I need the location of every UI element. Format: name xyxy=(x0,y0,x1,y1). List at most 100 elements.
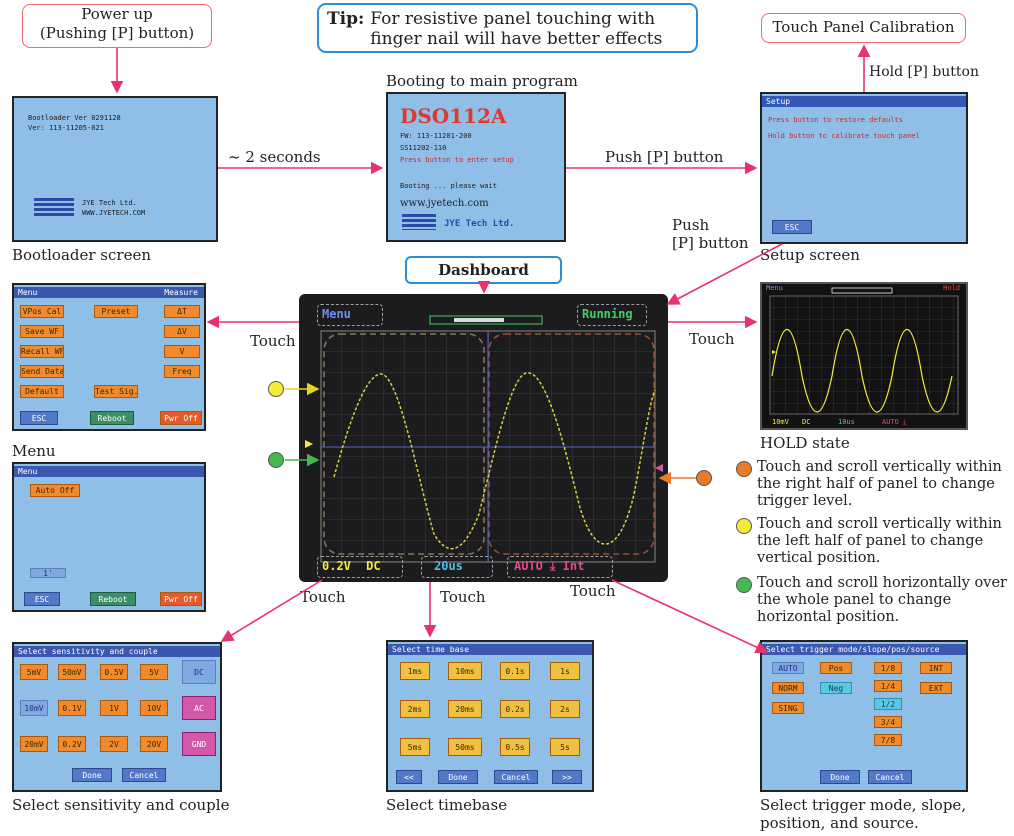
sens-50mv-button[interactable]: 50mV xyxy=(58,664,86,680)
hold-menu: Menu xyxy=(766,284,783,292)
sens-title: Select sensitivity and couple xyxy=(14,646,220,657)
pos-12-button[interactable]: 1/2 xyxy=(874,698,902,710)
booting-hint: Press button to enter setup xyxy=(400,156,514,164)
tb-5ms-button[interactable]: 5ms xyxy=(400,738,430,756)
auto-off-value[interactable]: 1' xyxy=(30,568,66,578)
touch-label-tb: Touch xyxy=(440,588,486,606)
bootloader-line1: Bootloader Ver 0291128 xyxy=(28,114,121,122)
tb-10ms-button[interactable]: 10ms xyxy=(448,662,482,680)
done-button[interactable]: Done xyxy=(438,770,478,784)
norm-button[interactable]: NORM xyxy=(772,682,804,694)
auto-off-button[interactable]: Auto Off xyxy=(30,484,80,497)
cancel-button[interactable]: Cancel xyxy=(494,770,538,784)
sens-20v-button[interactable]: 20V xyxy=(140,736,168,752)
trigger-screen: Select trigger mode/slope/pos/source AUT… xyxy=(760,640,968,792)
done-button[interactable]: Done xyxy=(820,770,860,784)
touch-label-trig: Touch xyxy=(570,582,616,600)
esc-button[interactable]: ESC xyxy=(20,411,58,425)
delta-v-button[interactable]: ΔV xyxy=(164,325,200,338)
two-seconds-label: ~ 2 seconds xyxy=(228,148,321,166)
pos-18-button[interactable]: 1/8 xyxy=(874,662,902,674)
sens-10v-button[interactable]: 10V xyxy=(140,700,168,716)
pos-78-button[interactable]: 7/8 xyxy=(874,734,902,746)
calibration-box: Touch Panel Calibration xyxy=(761,13,966,43)
sens-5v-button[interactable]: 5V xyxy=(140,664,168,680)
test-sig-button[interactable]: Test Sig. xyxy=(94,385,138,398)
volts-value: 0.2V xyxy=(322,559,351,573)
gnd-button[interactable]: GND xyxy=(182,732,216,756)
cancel-button[interactable]: Cancel xyxy=(122,768,166,782)
right-touch-region xyxy=(488,333,655,555)
power-off-button[interactable]: Pwr Off xyxy=(160,592,202,606)
tip-text: For resistive panel touching with finger… xyxy=(370,9,663,49)
done-button[interactable]: Done xyxy=(72,768,112,782)
sine-wave xyxy=(333,372,656,550)
pos-14-button[interactable]: 1/4 xyxy=(874,680,902,692)
sens-01v-button[interactable]: 0.1V xyxy=(58,700,86,716)
reboot-button[interactable]: Reboot xyxy=(90,592,136,606)
preset-button[interactable]: Preset xyxy=(94,305,138,318)
tb-50ms-button[interactable]: 50ms xyxy=(448,738,482,756)
power-off-button[interactable]: Pwr Off xyxy=(160,411,202,425)
hold-graphic xyxy=(769,287,959,415)
esc-button[interactable]: ESC xyxy=(772,220,812,234)
auto-button[interactable]: AUTO xyxy=(772,662,804,674)
running-button[interactable]: Running xyxy=(577,304,647,326)
sing-button[interactable]: SING xyxy=(772,702,804,714)
prev-button[interactable]: << xyxy=(396,770,422,784)
bootloader-caption: Bootloader screen xyxy=(12,246,151,264)
timebase-button[interactable]: 20us xyxy=(421,556,493,578)
tb-1ms-button[interactable]: 1ms xyxy=(400,662,430,680)
next-button[interactable]: >> xyxy=(552,770,582,784)
pos-slope-button[interactable]: Pos xyxy=(820,662,852,674)
coupling-value: DC xyxy=(366,559,381,573)
ext-button[interactable]: EXT xyxy=(920,682,952,694)
v-button[interactable]: V xyxy=(164,345,200,358)
yellow-dot-icon xyxy=(268,381,284,397)
sens-caption: Select sensitivity and couple xyxy=(12,796,230,814)
sensitivity-button[interactable]: 0.2V DC xyxy=(317,556,403,578)
save-wf-button[interactable]: Save WF xyxy=(20,325,64,338)
sens-20mv-button[interactable]: 20mV xyxy=(20,736,48,752)
sens-05v-button[interactable]: 0.5V xyxy=(100,664,128,680)
sens-1v-button[interactable]: 1V xyxy=(100,700,128,716)
sens-2v-button[interactable]: 2V xyxy=(100,736,128,752)
esc-button[interactable]: ESC xyxy=(24,592,60,606)
menu-title: Menu xyxy=(18,288,38,297)
tb-2ms-button[interactable]: 2ms xyxy=(400,700,430,718)
ac-button[interactable]: AC xyxy=(182,696,216,720)
cancel-button[interactable]: Cancel xyxy=(868,770,912,784)
power-up-box: Power up (Pushing [P] button) xyxy=(22,4,212,48)
sens-5mv-button[interactable]: 5mV xyxy=(20,664,48,680)
send-data-button[interactable]: Send Data xyxy=(20,365,64,378)
default-button[interactable]: Default xyxy=(20,385,64,398)
vpos-cal-button[interactable]: VPos Cal xyxy=(20,305,64,318)
dashboard-label-box: Dashboard xyxy=(405,256,562,284)
pos-34-button[interactable]: 3/4 xyxy=(874,716,902,728)
tb-2s-button[interactable]: 2s xyxy=(550,700,580,718)
hold-p-label: Hold [P] button xyxy=(869,64,979,80)
delta-t-button[interactable]: ΔT xyxy=(164,305,200,318)
recall-wf-button[interactable]: Recall WF xyxy=(20,345,64,358)
dashboard-screen[interactable]: Menu Running 0.2V DC 20us AUTO ⤓ Int xyxy=(299,294,668,582)
tb-5s-button[interactable]: 5s xyxy=(550,738,580,756)
freq-button[interactable]: Freq xyxy=(164,365,200,378)
tb-05s-button[interactable]: 0.5s xyxy=(500,738,530,756)
yellow-note: Touch and scroll vertically within the l… xyxy=(757,516,1002,566)
booting-sn: SS11202-110 xyxy=(400,144,447,152)
trig-title: Select trigger mode/slope/pos/source xyxy=(762,644,966,655)
dc-button[interactable]: DC xyxy=(182,660,216,684)
hold-volts: 10mV xyxy=(772,418,789,426)
sens-02v-button[interactable]: 0.2V xyxy=(58,736,86,752)
tb-01s-button[interactable]: 0.1s xyxy=(500,662,530,680)
tb-02s-button[interactable]: 0.2s xyxy=(500,700,530,718)
tb-1s-button[interactable]: 1s xyxy=(550,662,580,680)
reboot-button[interactable]: Reboot xyxy=(90,411,134,425)
int-button[interactable]: INT xyxy=(920,662,952,674)
orange-note: Touch and scroll vertically within the r… xyxy=(757,459,1002,509)
sens-10mv-button[interactable]: 10mV xyxy=(20,700,48,716)
trigger-button[interactable]: AUTO ⤓ Int xyxy=(507,556,613,578)
neg-slope-button[interactable]: Neg xyxy=(820,682,852,694)
menu-button[interactable]: Menu xyxy=(317,304,383,326)
tb-20ms-button[interactable]: 20ms xyxy=(448,700,482,718)
